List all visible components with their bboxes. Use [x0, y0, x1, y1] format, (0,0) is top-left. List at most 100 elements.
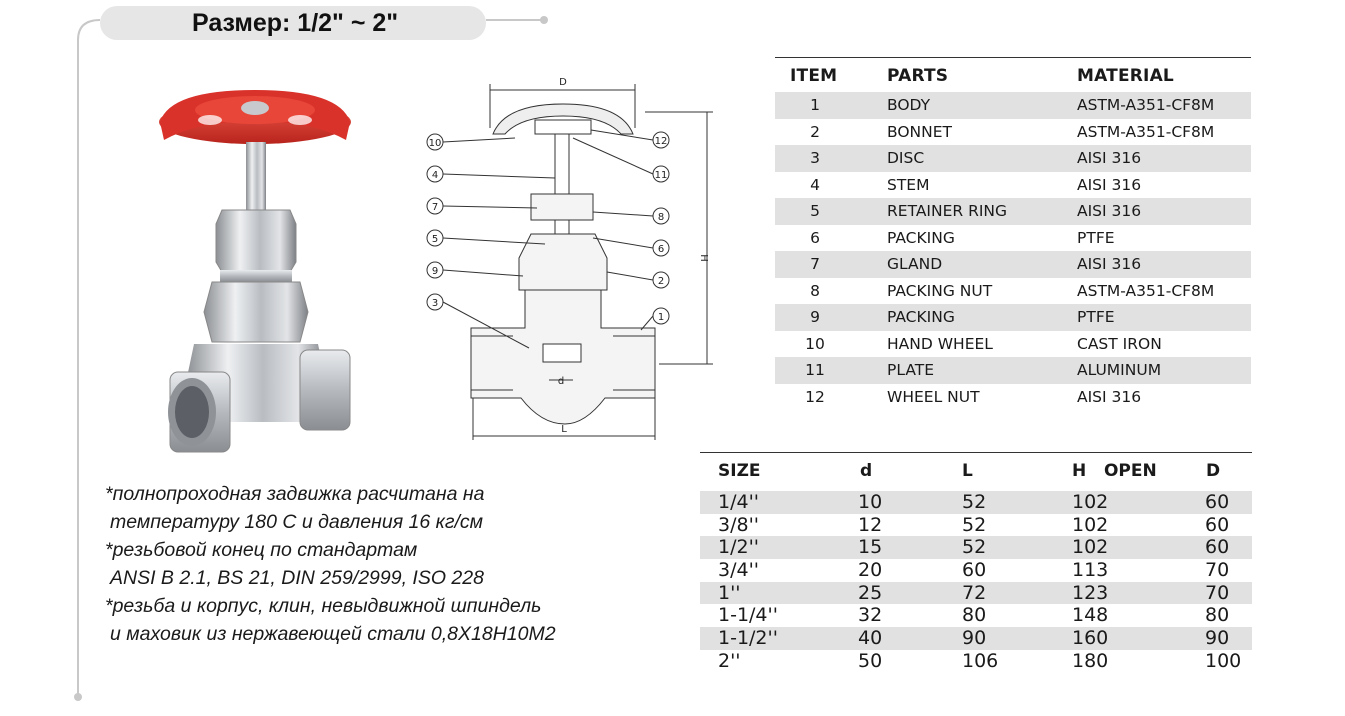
header-parts: PARTS: [887, 66, 949, 86]
callout-label: 5: [432, 234, 438, 245]
big-d-cell: 60: [1205, 491, 1230, 513]
l-cell: 90: [962, 627, 987, 650]
description-line: ANSI B 2.1, BS 21, DIN 259/2999, ISO 228: [110, 567, 484, 589]
part-name: PLATE: [887, 361, 934, 379]
item-number: 9: [810, 308, 820, 326]
part-name: PACKING NUT: [887, 281, 993, 300]
valve-photo: [159, 90, 351, 453]
callout-label: 10: [429, 138, 442, 149]
l-cell: 52: [962, 491, 987, 513]
material: AISI 316: [1077, 202, 1142, 220]
l-cell: 80: [962, 604, 987, 627]
h-open-cell: 113: [1072, 559, 1109, 582]
material: ASTM-A351-CF8M: [1077, 122, 1215, 141]
description-line: *полнопроходная задвижка расчитана на: [105, 483, 485, 505]
material: PTFE: [1077, 308, 1115, 326]
size-cell: 1'': [718, 581, 741, 604]
h-open-cell: 102: [1072, 513, 1109, 536]
material: AISI 316: [1077, 175, 1142, 194]
callout-label: 2: [658, 276, 664, 287]
callout-label: 11: [655, 170, 668, 181]
dim-d-inner: d: [558, 376, 564, 387]
d-cell: 20: [858, 559, 883, 582]
parts-table: ITEM PARTS MATERIAL 1 BODY ASTM-A351-CF8M 2…: [775, 57, 1251, 410]
l-cell: 72: [962, 581, 987, 604]
table-row: 1 BODY ASTM-A351-CF8M: [775, 92, 1251, 119]
header-h-open: H OPEN: [1072, 461, 1157, 481]
header-item: ITEM: [790, 66, 838, 86]
size-cell: 3/8'': [718, 513, 760, 536]
callout-label: 7: [432, 202, 438, 213]
description-line: *резьбовой конец по стандартам: [105, 539, 418, 561]
description-line: температуру 180 С и давления 16 кг/см: [110, 511, 484, 533]
callout-label: 4: [432, 170, 438, 181]
callout-label: 3: [432, 298, 438, 309]
part-name: WHEEL NUT: [887, 387, 980, 406]
d-cell: 15: [858, 536, 883, 559]
d-cell: 50: [858, 649, 883, 672]
material: ASTM-A351-CF8M: [1077, 281, 1215, 300]
description-line: *резьба и корпус, клин, невыдвижной шпин…: [105, 595, 542, 617]
table-rule: [775, 57, 1251, 58]
h-open-cell: 102: [1072, 536, 1109, 559]
h-open-cell: 180: [1072, 649, 1109, 672]
item-number: 4: [810, 175, 820, 194]
dim-d-top: D: [559, 77, 567, 88]
h-open-cell: 102: [1072, 491, 1109, 513]
material: AISI 316: [1077, 255, 1142, 273]
size-cell: 1/2'': [718, 536, 760, 559]
size-cell: 3/4'': [718, 559, 760, 582]
item-number: 1: [810, 96, 820, 114]
table-row: 8 PACKING NUT ASTM-A351-CF8M: [775, 278, 1251, 305]
item-number: 7: [810, 255, 820, 273]
item-number: 2: [810, 122, 820, 141]
dim-l: L: [561, 424, 567, 435]
d-cell: 32: [858, 604, 883, 627]
item-number: 6: [810, 228, 820, 247]
l-cell: 52: [962, 536, 987, 559]
h-open-cell: 123: [1072, 581, 1109, 604]
item-number: 10: [805, 334, 825, 353]
big-d-cell: 60: [1205, 513, 1230, 536]
table-row: 5 RETAINER RING AISI 316: [775, 198, 1251, 225]
header-size: SIZE: [718, 461, 761, 481]
material: ASTM-A351-CF8M: [1077, 96, 1215, 114]
part-name: BODY: [887, 96, 931, 114]
material: AISI 316: [1077, 149, 1142, 167]
page-title: Размер: 1/2" ~ 2": [192, 9, 399, 37]
table-row: 4 STEM AISI 316: [775, 172, 1251, 199]
material: CAST IRON: [1077, 334, 1162, 353]
big-d-cell: 80: [1205, 604, 1230, 627]
part-name: STEM: [887, 175, 930, 194]
d-cell: 12: [858, 513, 883, 536]
item-number: 5: [810, 202, 820, 220]
part-name: PACKING: [887, 228, 955, 247]
material: PTFE: [1077, 228, 1115, 247]
size-cell: 2'': [718, 649, 741, 672]
callout-label: 8: [658, 212, 664, 223]
d-cell: 10: [858, 491, 883, 513]
header-l: L: [962, 461, 973, 481]
callout-label: 12: [655, 136, 668, 147]
header-big-d: D: [1206, 461, 1221, 481]
l-cell: 106: [962, 649, 999, 672]
item-number: 11: [805, 361, 825, 379]
callout-label: 6: [658, 244, 664, 255]
part-name: BONNET: [887, 122, 953, 141]
part-name: RETAINER RING: [887, 202, 1008, 220]
header-material: MATERIAL: [1077, 66, 1174, 86]
item-number: 3: [810, 149, 820, 167]
title-pill: [100, 6, 486, 40]
part-name: HAND WHEEL: [887, 334, 993, 353]
header-d: d: [860, 461, 873, 481]
table-row: 10 HAND WHEEL CAST IRON: [775, 331, 1251, 358]
big-d-cell: 90: [1205, 627, 1230, 650]
table-rule: [700, 452, 1252, 453]
item-number: 8: [810, 281, 820, 300]
description: *полнопроходная задвижка расчитана на те…: [105, 480, 556, 648]
